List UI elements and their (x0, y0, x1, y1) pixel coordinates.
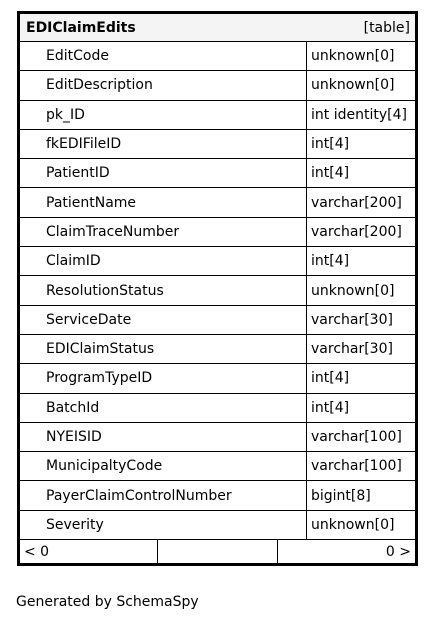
column-type: unknown[0] (311, 77, 395, 94)
column-name: EditDescription (20, 71, 307, 100)
column-type: varchar[30] (311, 311, 393, 328)
column-type: int[4] (311, 253, 350, 270)
column-type: int identity[4] (311, 106, 407, 123)
table-header: EDIClaimEdits [table] (20, 14, 415, 42)
column-name: BatchId (20, 393, 307, 422)
table-name: EDIClaimEdits (26, 19, 136, 36)
column-name: PatientID (20, 159, 307, 188)
table-footer: < 0 0 > (20, 540, 415, 564)
column-name: NYEISID (20, 422, 307, 452)
column-type: varchar[200] (311, 223, 402, 240)
column-type: int[4] (311, 136, 350, 153)
column-name: ServiceDate (20, 305, 307, 334)
column-name: ClaimID (20, 247, 307, 276)
column-name: EditCode (20, 42, 307, 71)
column-name: PatientName (20, 188, 307, 217)
column-type: unknown[0] (311, 48, 395, 65)
column-type: unknown[0] (311, 516, 395, 533)
column-type: varchar[30] (311, 341, 393, 358)
column-type: varchar[100] (311, 429, 402, 445)
column-name: ResolutionStatus (20, 276, 307, 305)
column-name: Severity (20, 510, 307, 540)
column-name: ClaimTraceNumber (20, 217, 307, 247)
column-name: ProgramTypeID (20, 364, 307, 393)
column-name: pk_ID (20, 100, 307, 129)
column-name: fkEDIFileID (20, 129, 307, 159)
column-type: varchar[200] (311, 194, 402, 211)
parents-count: < 0 (20, 540, 158, 564)
children-count: 0 > (385, 543, 411, 560)
column-type: int[4] (311, 370, 350, 387)
column-type: int[4] (311, 165, 350, 182)
column-type: bigint[8] (311, 487, 371, 504)
column-type: int[4] (311, 399, 350, 416)
column-name: PayerClaimControlNumber (20, 481, 307, 510)
column-type: unknown[0] (311, 282, 395, 299)
column-type: varchar[100] (311, 458, 402, 475)
footer-spacer (158, 540, 278, 564)
column-name: MunicipaltyCode (20, 452, 307, 481)
generated-by-text: Generated by SchemaSpy (16, 594, 199, 610)
column-name: EDIClaimStatus (20, 334, 307, 364)
table-kind-label: [table] (363, 19, 410, 36)
